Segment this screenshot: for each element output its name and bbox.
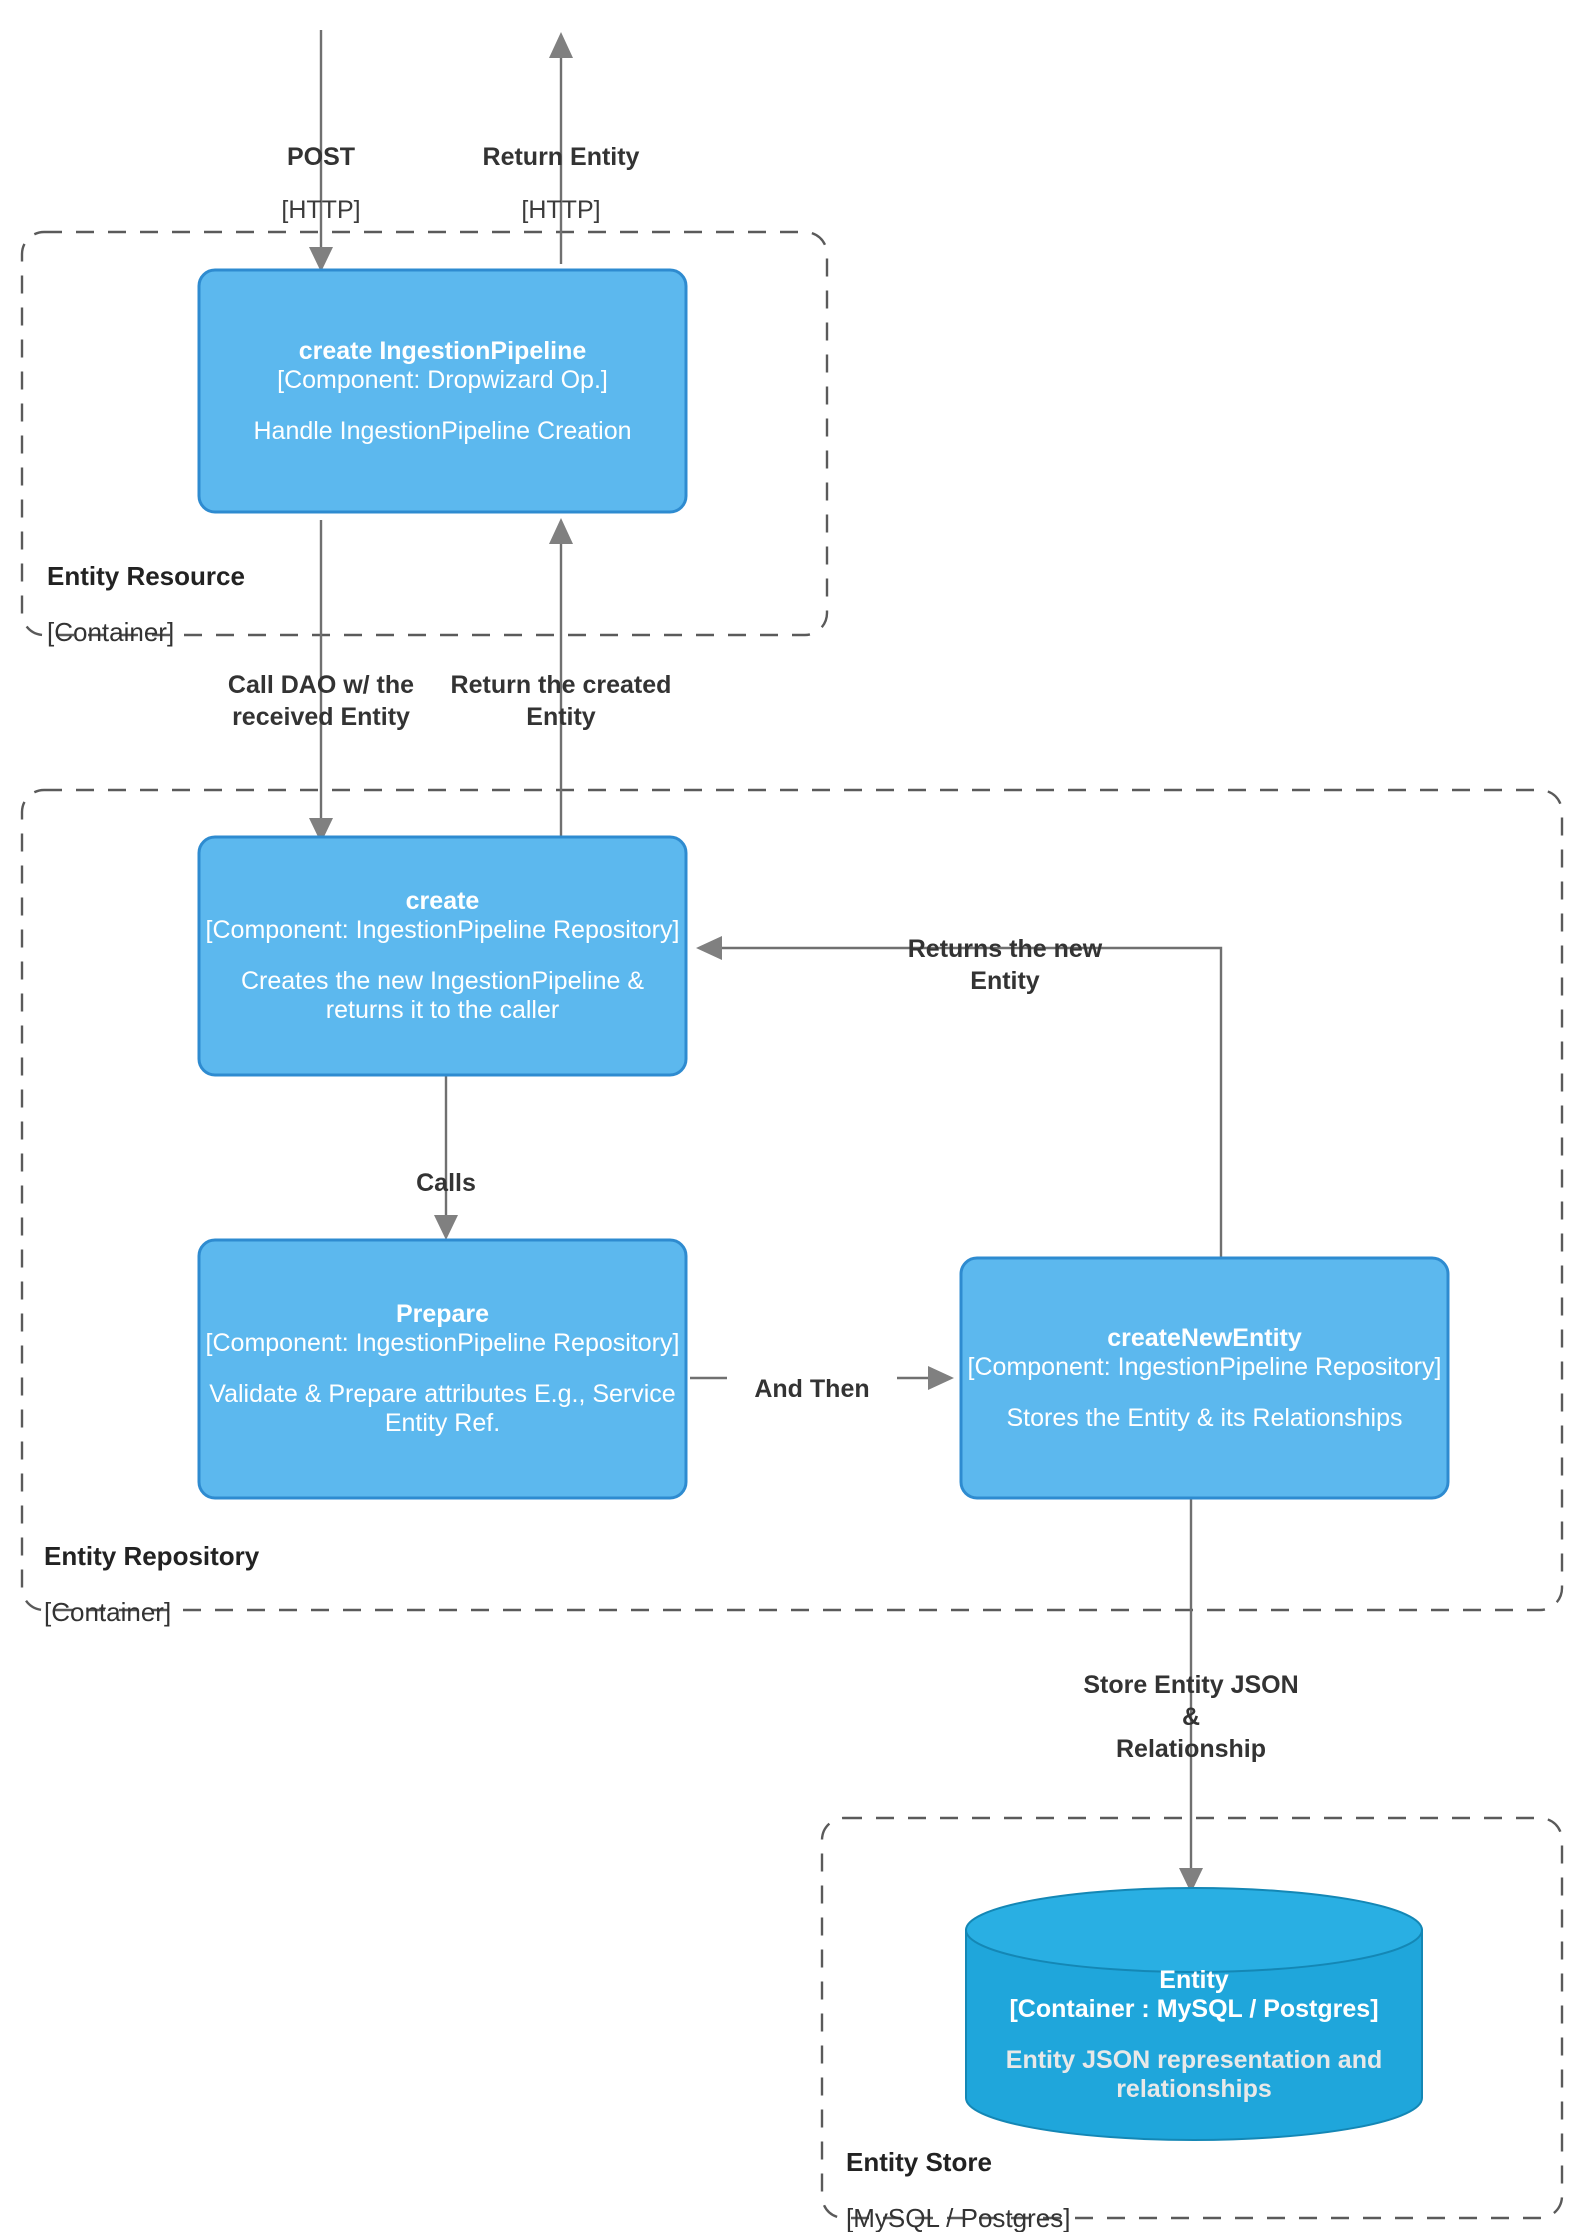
component-box-prepare[interactable] xyxy=(197,1238,688,1500)
component-box-create-ingestion-pipeline[interactable] xyxy=(197,268,688,514)
boundary-entity-store xyxy=(820,1816,1564,2220)
database-cylinder-entity[interactable] xyxy=(965,1887,1423,2141)
connector-call-dao xyxy=(309,520,333,843)
connector-returns-new-entity xyxy=(696,936,1223,1258)
boundary-entity-repository xyxy=(20,788,1564,1612)
connector-and-then xyxy=(690,1366,954,1390)
connector-store-entity-json xyxy=(1179,1498,1203,1893)
component-box-create-new-entity[interactable] xyxy=(959,1256,1450,1500)
connector-post-http xyxy=(309,30,333,272)
component-box-create[interactable] xyxy=(197,835,688,1077)
boundary-entity-resource xyxy=(20,230,829,637)
connector-return-entity-http xyxy=(549,32,573,264)
connector-calls xyxy=(434,1075,458,1240)
connector-return-created-entity xyxy=(549,518,573,845)
